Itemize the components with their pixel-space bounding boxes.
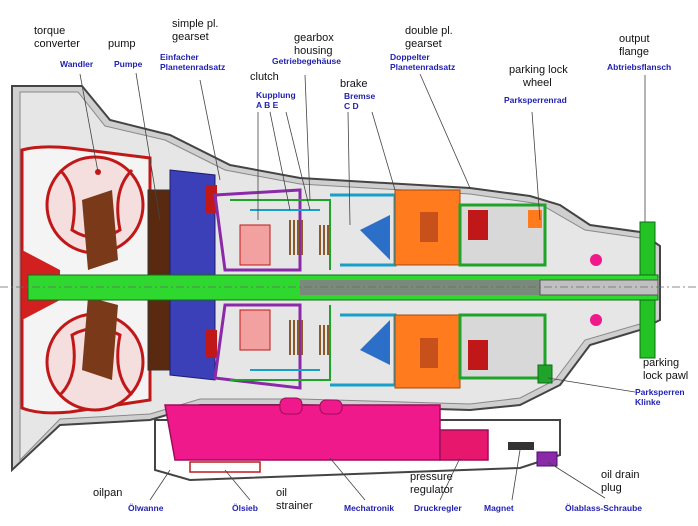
label-brake-letters: C D <box>344 101 359 111</box>
label-mechatronik-de: Mechatronik <box>344 503 395 513</box>
label-clutch-en: clutch <box>250 71 279 83</box>
label-brake-de: Bremse <box>344 91 376 101</box>
label-clutch-de: Kupplung <box>256 90 296 100</box>
main-shaft <box>0 274 698 301</box>
label-pump-de: Pumpe <box>114 59 143 69</box>
label-oil-strainer-de: Ölsieb <box>232 503 258 513</box>
pressure-regulator <box>439 429 489 461</box>
double-planetary-gearset <box>394 189 461 389</box>
pump <box>147 189 171 371</box>
label-torque-converter-de: Wandler <box>60 59 94 69</box>
leader-lines <box>79 72 646 501</box>
clutch-pack-abe <box>213 188 331 390</box>
label-parking-wheel-de: Parksperrenrad <box>504 95 567 105</box>
label-oilpan-en: oilpan <box>93 487 123 499</box>
label-housing-de: Getriebegehäuse <box>272 56 341 66</box>
label-output-flange-de: Abtriebsflansch <box>607 62 672 72</box>
label-oilpan-de: Ölwanne <box>128 503 164 513</box>
label-simple-gearset-en: simple pl.gearset <box>172 18 219 43</box>
label-oil-drain-de: Ölablass-Schraube <box>565 503 643 513</box>
mechatronik-unit <box>164 397 441 461</box>
magnet <box>508 442 534 450</box>
label-magnet-de: Magnet <box>484 503 514 513</box>
label-pump-en: pump <box>108 38 136 50</box>
label-clutch-letters: A B E <box>256 100 279 110</box>
label-brake-en: brake <box>340 78 368 90</box>
torque-converter <box>20 145 152 415</box>
parking-lock-pawl <box>537 364 553 384</box>
simple-planetary-gearset <box>169 169 217 381</box>
oil-drain-plug <box>536 451 558 467</box>
oil-strainer <box>189 461 261 473</box>
label-pressure-regulator-de: Druckregler <box>414 503 462 513</box>
label-double-gearset-en: double pl.gearset <box>405 25 453 50</box>
oilpan <box>154 419 561 482</box>
